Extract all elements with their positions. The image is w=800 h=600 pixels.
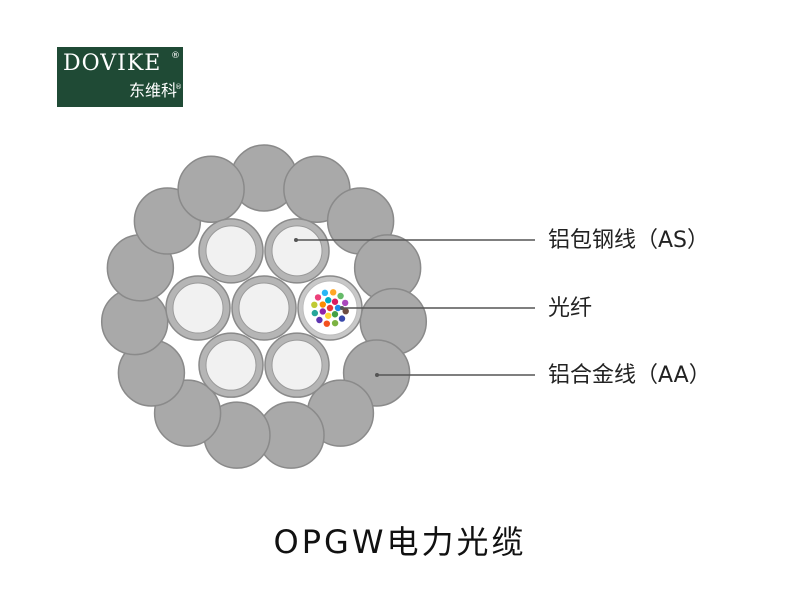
aluminum-clad-steel-wire [198,218,264,284]
optical-fiber-unit [297,275,363,341]
fiber-strand [331,298,339,305]
inner-wire-layer [165,218,330,398]
label-aluminum-alloy: 铝合金线（AA） [548,363,711,388]
aluminum-clad-steel-wire [264,218,330,284]
fiber-strand [314,294,322,301]
aluminum-alloy-strand [177,155,245,223]
label-aluminum-clad-steel: 铝包钢线（AS） [548,228,710,253]
steel-wire-core [172,282,224,334]
fiber-strand [311,301,318,309]
fiber-strand [321,289,329,297]
brand-logo: DOVIKE ® 东维科 ® [57,47,183,107]
fiber-strand [331,319,339,327]
leader-dot [375,373,379,377]
outer-strand-layer [100,144,428,469]
steel-wire-core [205,225,257,277]
fiber-strand [319,301,326,308]
fiber-strand [311,309,319,317]
steel-wire-core [238,282,290,334]
steel-wire-core [271,339,323,391]
fiber-strand [341,299,349,307]
logo-registered-mark: ® [171,51,180,61]
logo-registered-mark-cn: ® [175,83,182,91]
fiber-strand [331,311,339,318]
steel-wire-core [271,225,323,277]
logo-brand-en: DOVIKE [63,51,162,76]
steel-wire-core [205,339,257,391]
fiber-strand [337,292,344,300]
fiber-strand [338,315,346,322]
aluminum-clad-steel-wire [198,332,264,398]
label-optical-fiber: 光纤 [548,296,593,321]
aluminum-clad-steel-wire [264,332,330,398]
leader-lines [294,238,535,377]
fiber-strand [342,307,349,315]
leader-dot [340,306,344,310]
fiber-strand [325,297,332,304]
fiber-strand [316,316,323,324]
fiber-strand [319,308,326,315]
fiber-strand [325,312,332,319]
fiber-strand [334,304,342,312]
fiber-strand [329,289,337,296]
logo-brand-cn: 东维科 [128,81,177,100]
aluminum-clad-steel-wire [165,275,231,341]
aluminum-clad-steel-wire [231,275,297,341]
leader-dot [294,238,298,242]
fiber-strand [326,304,334,312]
fiber-strand [323,320,331,327]
diagram-title: OPGW电力光缆 [273,523,527,561]
